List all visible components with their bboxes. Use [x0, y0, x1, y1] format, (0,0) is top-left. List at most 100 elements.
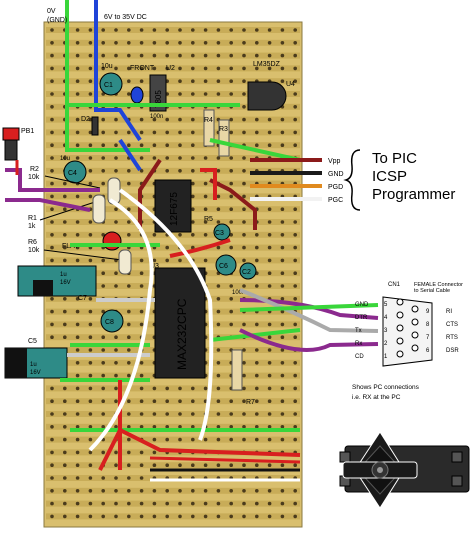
- board-hole: [242, 169, 246, 173]
- copper-strip: [46, 475, 300, 481]
- board-hole: [178, 156, 182, 160]
- board-hole: [216, 361, 221, 365]
- c5-value-1: 1u: [30, 362, 37, 368]
- board-hole: [114, 130, 118, 135]
- board-hole: [101, 399, 105, 404]
- board-hole: [267, 514, 272, 519]
- board-hole: [242, 412, 246, 416]
- board-hole: [50, 463, 54, 468]
- board-hole: [101, 143, 105, 147]
- board-hole: [75, 450, 80, 455]
- board-hole: [88, 181, 93, 186]
- board-hole: [280, 386, 285, 391]
- board-hole: [101, 425, 105, 429]
- board-hole: [63, 309, 67, 314]
- board-hole: [50, 220, 54, 224]
- r2-label: R2: [30, 166, 39, 173]
- board-hole: [101, 450, 105, 455]
- board-hole: [178, 92, 182, 96]
- board-hole: [139, 130, 144, 135]
- board-hole: [216, 28, 221, 32]
- board-hole: [203, 41, 208, 45]
- cn-label-rts: RTS: [446, 335, 458, 341]
- board-hole: [127, 181, 131, 186]
- cn-label-dsr: DSR: [446, 348, 459, 354]
- board-hole: [178, 386, 182, 391]
- r7-label: R7: [246, 399, 255, 406]
- board-hole: [280, 271, 285, 276]
- board-hole: [50, 322, 54, 327]
- max232-label: MAX232CPC: [175, 298, 189, 370]
- board-hole: [165, 463, 169, 468]
- board-hole: [127, 169, 131, 173]
- board-hole: [242, 156, 246, 160]
- c1-label: C1: [104, 82, 113, 89]
- board-hole: [254, 322, 259, 327]
- board-hole: [75, 28, 80, 32]
- board-hole: [293, 284, 298, 288]
- r3-label: R3: [219, 126, 228, 133]
- board-hole: [216, 463, 221, 468]
- board-hole: [254, 53, 259, 58]
- board-hole: [50, 437, 54, 442]
- board-hole: [293, 233, 298, 237]
- board-hole: [139, 450, 144, 455]
- board-hole: [139, 322, 144, 327]
- board-hole: [114, 399, 118, 404]
- board-hole: [191, 412, 195, 416]
- board-hole: [229, 79, 233, 83]
- board-hole: [127, 130, 131, 135]
- copper-strip: [46, 513, 300, 520]
- 7805-label: 7805: [154, 90, 163, 108]
- board-hole: [280, 207, 285, 211]
- board-hole: [127, 335, 131, 340]
- board-hole: [50, 105, 54, 109]
- board-hole: [254, 399, 259, 404]
- board-hole: [127, 501, 131, 506]
- board-hole: [50, 143, 54, 147]
- board-hole: [50, 258, 54, 263]
- board-hole: [293, 28, 298, 32]
- board-hole: [203, 92, 208, 96]
- board-hole: [63, 437, 67, 442]
- board-hole: [152, 258, 157, 263]
- cn-pin-6: 6: [426, 348, 430, 354]
- board-hole: [203, 220, 208, 224]
- copper-strip: [46, 27, 300, 33]
- board-hole: [139, 66, 144, 71]
- board-hole: [50, 53, 54, 58]
- r4-resistor: [203, 109, 215, 147]
- board-hole: [127, 28, 131, 32]
- board-hole: [63, 489, 67, 493]
- board-hole: [75, 361, 80, 365]
- board-hole: [75, 233, 80, 237]
- board-hole: [242, 105, 246, 109]
- board-hole: [203, 463, 208, 468]
- board-hole: [75, 322, 80, 327]
- board-hole: [242, 501, 246, 506]
- board-hole: [63, 207, 67, 211]
- copper-strip: [46, 155, 300, 161]
- board-hole: [114, 476, 118, 480]
- board-hole: [242, 463, 246, 468]
- board-hole: [63, 386, 67, 391]
- board-hole: [63, 425, 67, 429]
- board-hole: [216, 245, 221, 250]
- board-hole: [293, 79, 298, 83]
- board-hole: [127, 233, 131, 237]
- board-hole: [254, 130, 259, 135]
- board-hole: [50, 386, 54, 391]
- copper-strip: [46, 129, 300, 136]
- board-hole: [63, 476, 67, 480]
- c6-label: C6: [219, 263, 228, 270]
- board-hole: [152, 53, 157, 58]
- board-hole: [75, 425, 80, 429]
- board-hole: [191, 220, 195, 224]
- board-hole: [267, 245, 272, 250]
- board-hole: [229, 66, 233, 71]
- copper-strip: [46, 244, 300, 251]
- 7805-regulator: [149, 74, 167, 112]
- board-hole: [254, 463, 259, 468]
- db9-pin-hole: [396, 350, 404, 358]
